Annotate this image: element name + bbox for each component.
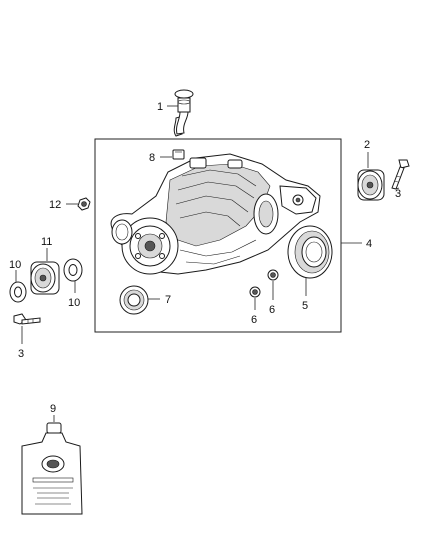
callout-12: 12 (49, 199, 61, 211)
differential-cover-icon (287, 225, 333, 279)
callout-4: 4 (366, 238, 372, 250)
oil-bottle-icon (21, 422, 83, 515)
callout-6a: 6 (269, 304, 275, 316)
callout-3a: 3 (395, 188, 401, 200)
callout-9: 9 (50, 403, 56, 415)
pinion-seal-icon (119, 285, 149, 315)
bracket-icon (172, 149, 185, 160)
callout-2: 2 (364, 139, 370, 151)
differential-housing-icon (110, 153, 321, 275)
washer-icon (9, 281, 27, 303)
plug-icon (249, 286, 261, 298)
callout-11: 11 (41, 236, 52, 248)
callout-3b: 3 (18, 348, 24, 360)
bolt-icon (13, 313, 41, 325)
nut-icon (77, 197, 91, 211)
callout-5: 5 (302, 300, 308, 312)
plug-icon (267, 269, 279, 281)
callout-7: 7 (165, 294, 171, 306)
bolt-icon (391, 159, 410, 190)
vent-tube-icon (173, 89, 194, 137)
callout-1: 1 (157, 101, 163, 113)
callout-10b: 10 (68, 297, 80, 309)
bushing-icon (30, 261, 60, 295)
callout-6b: 6 (251, 314, 257, 326)
callout-10a: 10 (9, 259, 21, 271)
bushing-icon (357, 169, 385, 201)
assembly-frame (94, 138, 342, 333)
washer-icon (63, 258, 83, 282)
callout-8: 8 (149, 152, 155, 164)
